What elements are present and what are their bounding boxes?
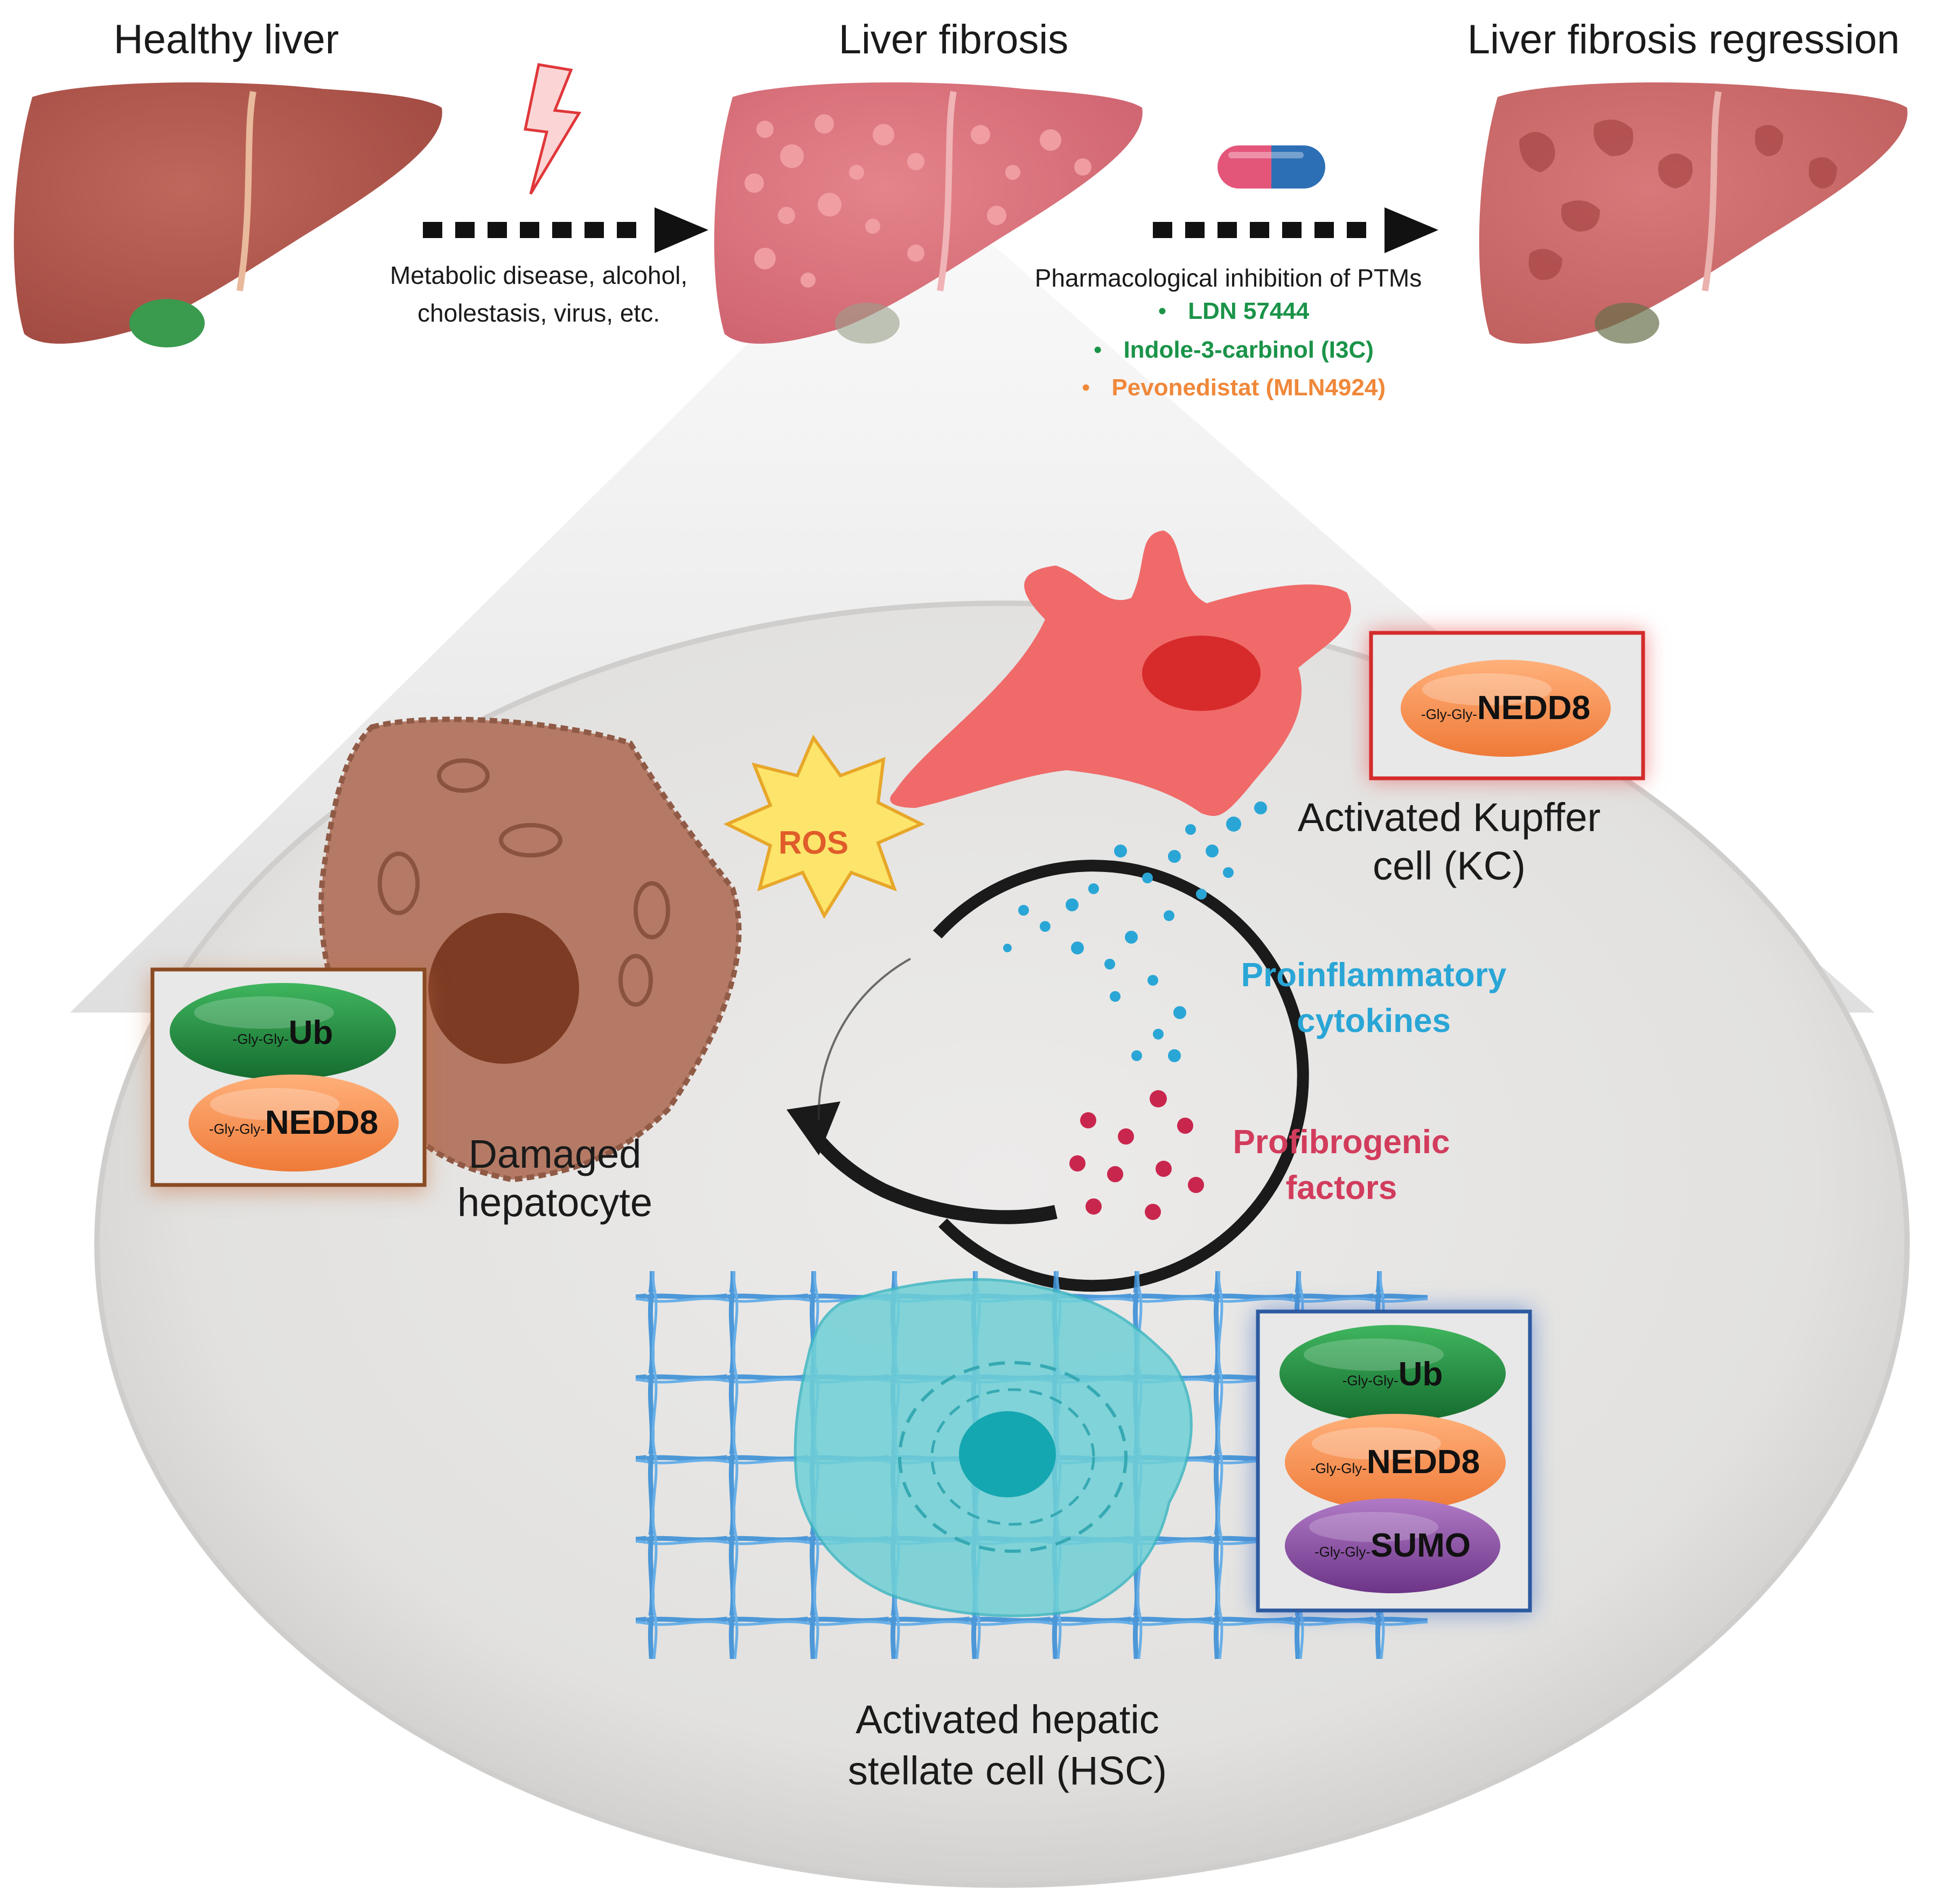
ros-label: ROS [778, 825, 849, 861]
hepatocyte-label-line-1: Damaged [468, 1132, 642, 1176]
dotted-arrow-icon [1153, 207, 1438, 253]
kupffer-label-line-1: Activated Kupffer [1297, 795, 1601, 840]
drug-item: •Pevonedistat (MLN4924) [1082, 374, 1386, 401]
hepatocyte-label-line-2: hepatocyte [457, 1180, 653, 1225]
profibrogenic-label-line-1: Profibrogenic [1233, 1124, 1450, 1161]
fibrotic-liver-illustration [714, 82, 1143, 344]
stage-title-healthy: Healthy liver [113, 17, 339, 62]
capsule-pill-icon [1218, 145, 1325, 189]
drug-item: •Indole-3-carbinol (I3C) [1094, 337, 1374, 363]
ros-burst [723, 734, 926, 919]
cause-line-1: Metabolic disease, alcohol, [389, 261, 688, 289]
healthy-liver-illustration [13, 82, 442, 347]
kupffer-label-line-2: cell (KC) [1373, 843, 1526, 888]
cytokines-label-line-2: cytokines [1296, 1002, 1451, 1040]
profibrogenic-label-line-2: factors [1285, 1169, 1397, 1206]
drug-item: •LDN 57444 [1158, 298, 1310, 324]
dotted-arrow-icon [423, 207, 708, 253]
cause-line-2: cholestasis, virus, etc. [418, 299, 660, 327]
treatment-heading: Pharmacological inhibition of PTMs [1034, 264, 1422, 292]
profibrogenic-dots [1069, 1090, 1204, 1220]
stage-title-regression: Liver fibrosis regression [1467, 17, 1900, 62]
proinflammatory-dots [1003, 801, 1267, 1062]
stellate-label-line-1: Activated hepatic [855, 1697, 1159, 1742]
lightning-bolt-icon [523, 63, 582, 195]
cytokines-label-line-1: Proinflammatory [1241, 957, 1507, 994]
stage-title-fibrosis: Liver fibrosis [838, 17, 1069, 62]
hepatic-stellate-cell [794, 1278, 1193, 1617]
kupffer-cell [890, 531, 1351, 816]
stellate-label-line-2: stellate cell (HSC) [847, 1748, 1167, 1793]
regressing-liver-illustration [1479, 82, 1908, 344]
